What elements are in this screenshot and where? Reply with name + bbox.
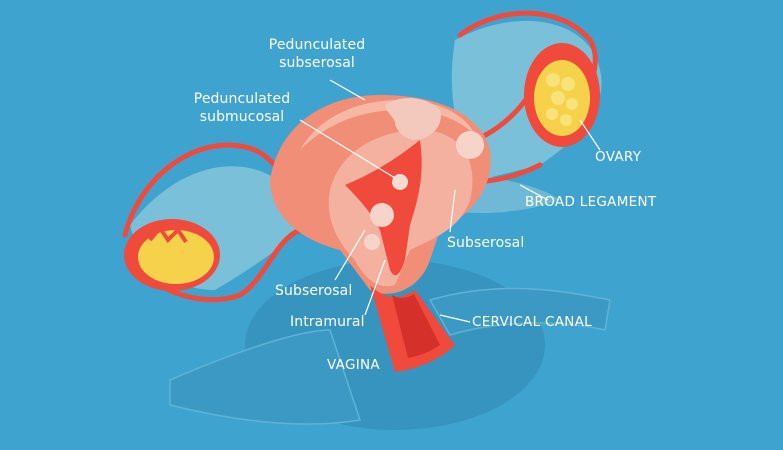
label-cervical-canal: CERVICAL CANAL	[472, 314, 593, 330]
label-subserosal-left: Subserosal	[275, 283, 353, 299]
label-intramural: Intramural	[290, 314, 365, 330]
label-pedunculated-submucosal-line2: submucosal	[199, 109, 285, 125]
uterus-body	[270, 95, 491, 294]
right-ovary	[524, 43, 600, 147]
left-ovary	[124, 219, 220, 291]
label-pedunculated-subserosal: Pedunculated subserosal	[262, 36, 372, 72]
label-pedunculated-subserosal-line2: subserosal	[279, 55, 355, 71]
label-subserosal-right: Subserosal	[447, 235, 525, 251]
label-vagina: VAGINA	[327, 357, 380, 373]
leader-lines	[299, 79, 601, 323]
label-pedunculated-submucosal-line1: Pedunculated	[193, 91, 291, 107]
label-ovary: OVARY	[595, 149, 642, 165]
label-broad-legament: BROAD LEGAMENT	[525, 194, 657, 210]
cervical-canal	[370, 285, 455, 372]
label-pedunculated-submucosal: Pedunculated submucosal	[187, 90, 297, 126]
label-pedunculated-subserosal-line1: Pedunculated	[268, 37, 366, 53]
